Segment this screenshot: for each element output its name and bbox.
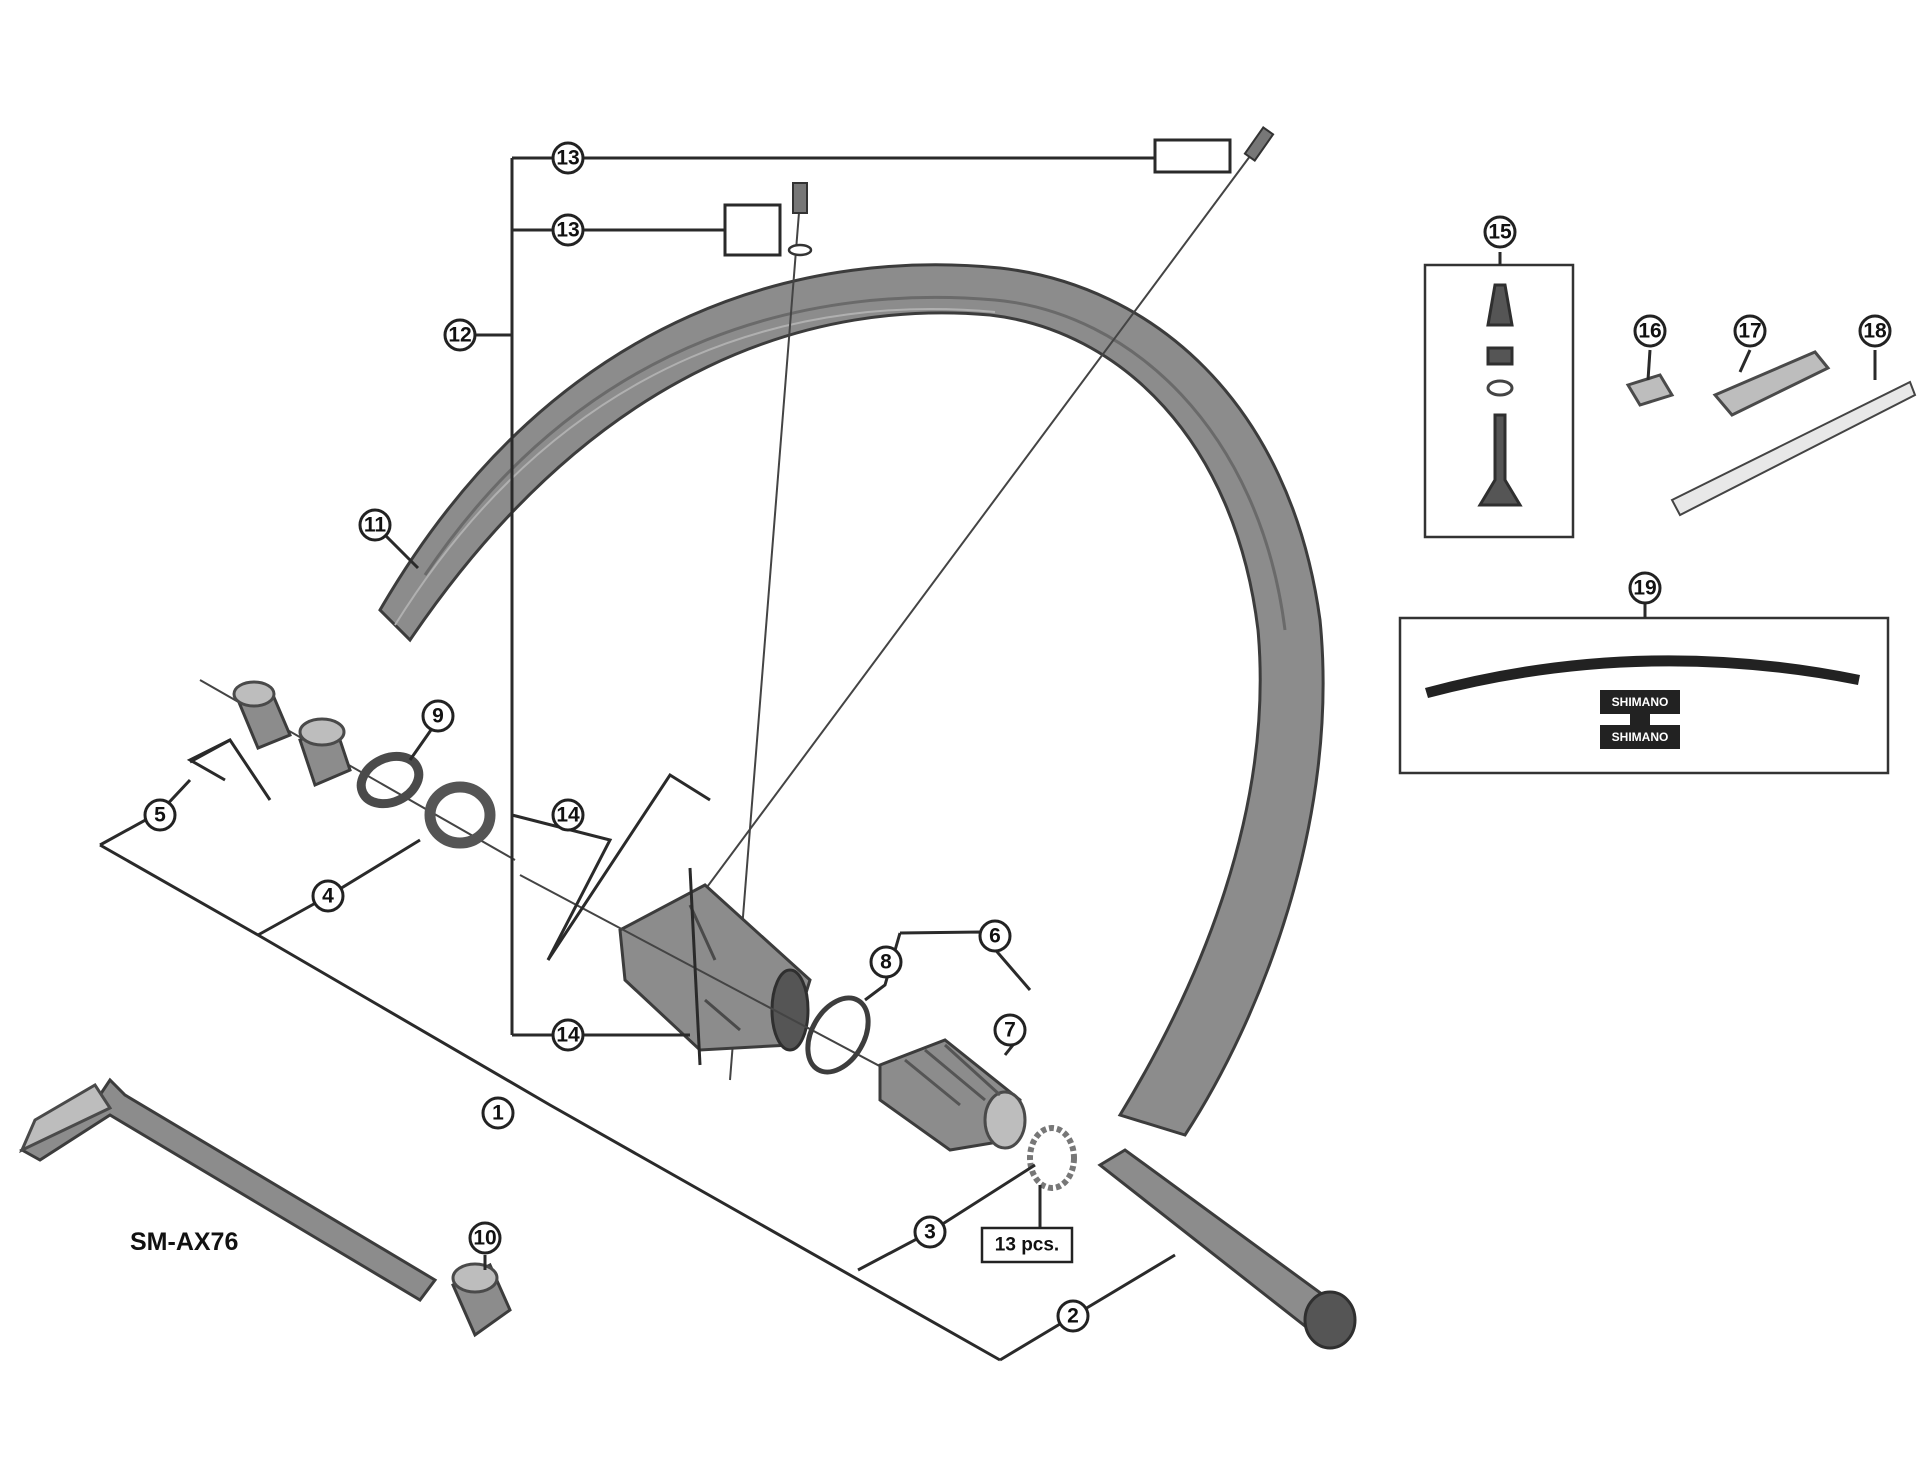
svg-text:6: 6 [989, 925, 1001, 948]
quantity-label-box: 13 pcs. [980, 1226, 1074, 1264]
svg-text:18: 18 [1863, 320, 1887, 343]
svg-text:17: 17 [1738, 320, 1761, 343]
sm-ax76-axle [18, 1077, 438, 1302]
callout-8: 8 [869, 945, 903, 979]
brand-text-bottom: SHIMANO [1612, 730, 1669, 744]
svg-text:13: 13 [556, 147, 579, 170]
rim-tape [1670, 380, 1917, 517]
svg-text:12: 12 [448, 324, 471, 347]
svg-text:14: 14 [556, 1024, 580, 1047]
rim-tape-plug [1625, 373, 1675, 407]
svg-text:3: 3 [924, 1221, 936, 1244]
callout-6: 6 [978, 919, 1012, 953]
shimano-logo-decal: SHIMANO SHIMANO [1600, 690, 1680, 749]
brand-text-top: SHIMANO [1612, 695, 1669, 709]
svg-text:4: 4 [322, 885, 334, 908]
model-label: SM-AX76 [130, 1228, 238, 1256]
bearing-cup-right [298, 717, 352, 788]
svg-text:8: 8 [880, 951, 892, 974]
hub-body [618, 883, 812, 1052]
hub-ring [356, 751, 424, 809]
freehub-body [878, 1038, 1027, 1152]
callout-2: 2 [1056, 1299, 1090, 1333]
bearing-cup-left [232, 680, 292, 750]
spoke-wrench [1712, 350, 1831, 417]
svg-text:1: 1 [492, 1102, 504, 1125]
callout-4: 4 [311, 879, 345, 913]
thru-axle-end [1097, 1148, 1357, 1350]
leader-lines [99, 138, 1877, 1362]
svg-text:13: 13 [556, 219, 579, 242]
svg-text:5: 5 [154, 804, 166, 827]
axle-nut [451, 1262, 512, 1338]
freehub-ring [805, 995, 871, 1075]
spoke-nipple-mid [792, 182, 808, 214]
callout-9: 9 [421, 699, 455, 733]
quantity-label: 13 pcs. [995, 1235, 1059, 1256]
svg-text:7: 7 [1004, 1019, 1016, 1042]
callout-14-top: 14 [551, 798, 585, 832]
callout-5: 5 [143, 798, 177, 832]
spoke-nipple-top [1243, 126, 1275, 162]
callout-14-bottom: 14 [551, 1018, 585, 1052]
callout-1: 1 [481, 1096, 515, 1130]
svg-text:16: 16 [1638, 320, 1661, 343]
callout-13-top: 13 [551, 141, 585, 175]
lock-nut [424, 781, 496, 849]
callout-7: 7 [993, 1013, 1027, 1047]
svg-text:11: 11 [364, 514, 387, 537]
svg-text:2: 2 [1067, 1305, 1079, 1328]
tubeless-valve [1477, 283, 1523, 507]
callout-16: 16 [1633, 314, 1667, 348]
svg-text:19: 19 [1633, 577, 1656, 600]
svg-text:15: 15 [1488, 221, 1512, 244]
svg-text:14: 14 [556, 804, 580, 827]
callout-11: 11 [358, 508, 392, 542]
callout-15: 15 [1483, 215, 1517, 249]
rim [378, 263, 1325, 1137]
svg-text:10: 10 [473, 1227, 496, 1250]
rim-decal-strip [1425, 655, 1860, 698]
svg-text:9: 9 [432, 705, 444, 728]
callout-18: 18 [1858, 314, 1892, 348]
bearing-balls [1027, 1125, 1077, 1191]
callout-10: 10 [468, 1221, 502, 1255]
callout-19: 19 [1628, 571, 1662, 605]
callout-12: 12 [443, 318, 477, 352]
callout-17: 17 [1733, 314, 1767, 348]
callout-13-mid: 13 [551, 213, 585, 247]
callout-3: 3 [913, 1215, 947, 1249]
